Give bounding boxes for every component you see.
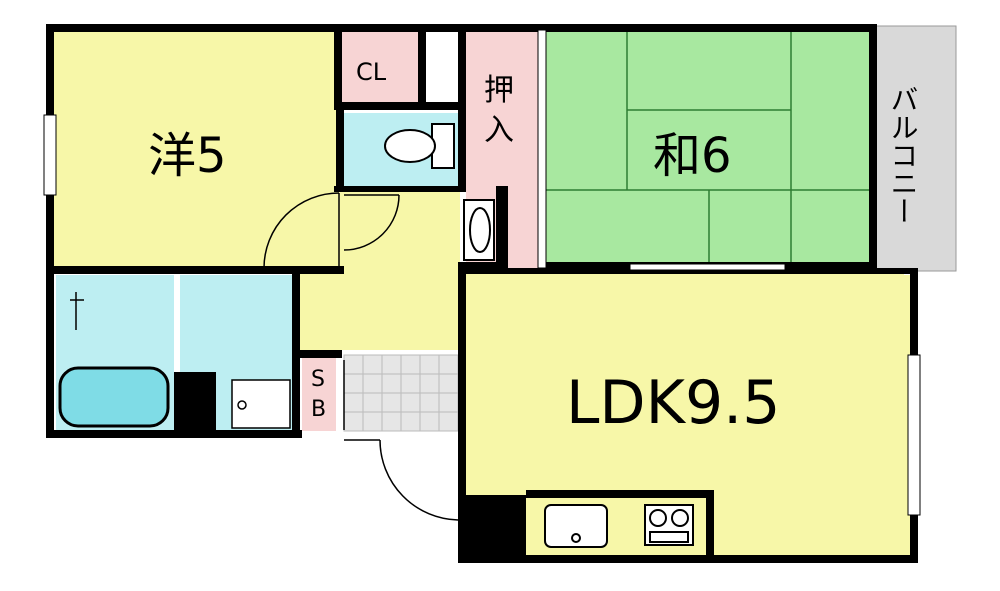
closet-label: CL — [356, 58, 387, 86]
wash-basin-icon — [463, 199, 495, 261]
shoe-box-label-top: S — [311, 367, 325, 392]
kitchen-sink-icon — [544, 504, 608, 548]
oshiire-label-top: 押 — [484, 73, 514, 108]
shoe-box-fill — [302, 357, 336, 431]
shoe-box-label-bottom: B — [311, 397, 326, 422]
tatami-lines — [542, 30, 869, 268]
entrance-tiles — [343, 354, 459, 432]
windows — [43, 29, 921, 516]
japanese-room-label: 和6 — [653, 128, 732, 184]
door-swings — [263, 192, 459, 521]
stove-icon — [644, 504, 694, 546]
western-room-label: 洋5 — [148, 128, 227, 184]
ldk-label: LDK9.5 — [566, 368, 780, 438]
bathtub-icon — [58, 366, 170, 428]
oshiire-label-bottom: 入 — [484, 113, 514, 148]
japanese-room-fill — [542, 30, 869, 268]
closet-fill — [340, 30, 418, 103]
balcony-fill — [875, 25, 957, 272]
toilet-icon — [384, 123, 455, 169]
western-room-fill — [52, 30, 340, 268]
washing-machine-icon — [231, 379, 291, 429]
bath-faucet-icon — [70, 292, 84, 330]
balcony-label: バルコニー — [887, 85, 920, 225]
closet-inner-fill — [426, 30, 458, 103]
